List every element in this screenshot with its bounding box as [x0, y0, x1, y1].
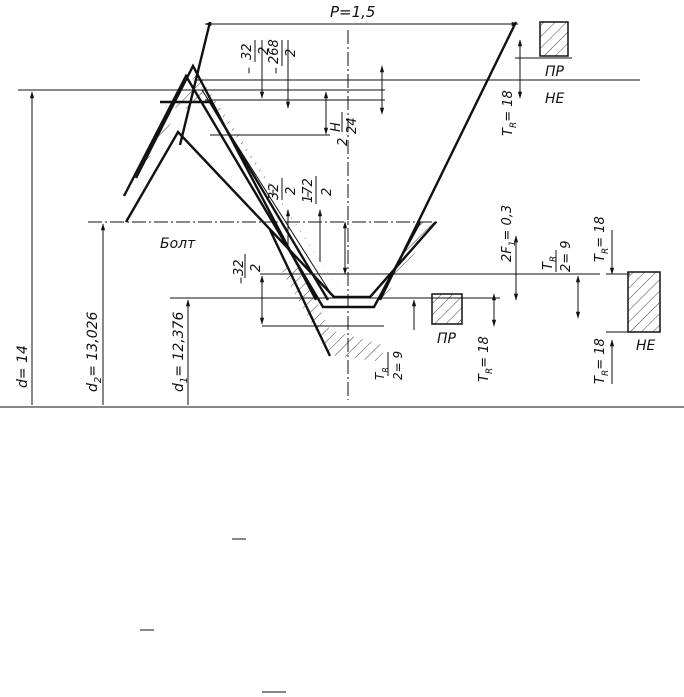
frac-268-minus: – [268, 67, 284, 74]
nut-profile-left [178, 21, 212, 146]
tr-half-bottom-den: 2= 9 [391, 351, 405, 380]
frac-172-num: 172 [301, 178, 316, 203]
pitch-label: P=1,5 [330, 3, 375, 21]
bolt-label: Болт [160, 236, 196, 252]
tr-half-right-den: 2= 9 [559, 240, 574, 272]
d2-label: d2= 13,026 [85, 311, 104, 392]
bolt-root-zone [280, 268, 383, 362]
tr-half-right-T: TR [541, 256, 559, 270]
pr-bottom-label: ПР [437, 331, 457, 347]
tr-half-bottom-T: TR [373, 367, 390, 380]
frac-172-minus: – [300, 191, 316, 198]
profile-outer [134, 63, 318, 301]
profile-inner [160, 100, 330, 301]
frac-172-den: 2 [320, 188, 335, 196]
frac-32-top-minus: – [241, 67, 257, 74]
tr-18-right-bottom: TR= 18 [593, 338, 611, 384]
frac-32-top-num: 32 [240, 43, 255, 60]
frac-32-mid-minus: – [265, 189, 281, 196]
profile-root-line [268, 229, 332, 357]
ne-right-label: НЕ [636, 338, 656, 354]
tr-18-right-top: TR= 18 [593, 216, 611, 262]
frac-32-mid-num: 32 [267, 183, 282, 200]
pr-gauge-top [539, 21, 569, 57]
profile-line-2 [124, 130, 437, 299]
d-label: d= 14 [15, 345, 31, 388]
ne-gauge-right [627, 271, 661, 333]
pr-top-label: ПР [545, 64, 565, 80]
h24-prefix: 2 [336, 138, 351, 146]
frac-268-den: 2 [284, 49, 299, 57]
tr-18-bottom-label: TR= 18 [477, 336, 495, 382]
d1-label: d1= 12,376 [171, 311, 190, 392]
h24-num: H [329, 122, 344, 132]
nut-profile-right [378, 21, 518, 301]
f1-label: 2F1= 0,3 [500, 205, 518, 262]
pr-gauge-bottom [431, 293, 463, 325]
tr-18-top-label: TR= 18 [501, 90, 519, 136]
h24-den: 24 [345, 117, 360, 134]
frac-32-mid-den: 2 [284, 187, 299, 195]
ne-top-label: НЕ [545, 91, 565, 107]
frac-268-num: 268 [267, 39, 282, 64]
frac-32-low-num: 32 [232, 259, 247, 276]
frac-32-top-den: 2 [257, 47, 272, 55]
frac-32-low-minus: – [233, 277, 249, 284]
frac-32-low-den: 2 [249, 264, 264, 272]
bolt-tolerance-zone [133, 72, 436, 300]
